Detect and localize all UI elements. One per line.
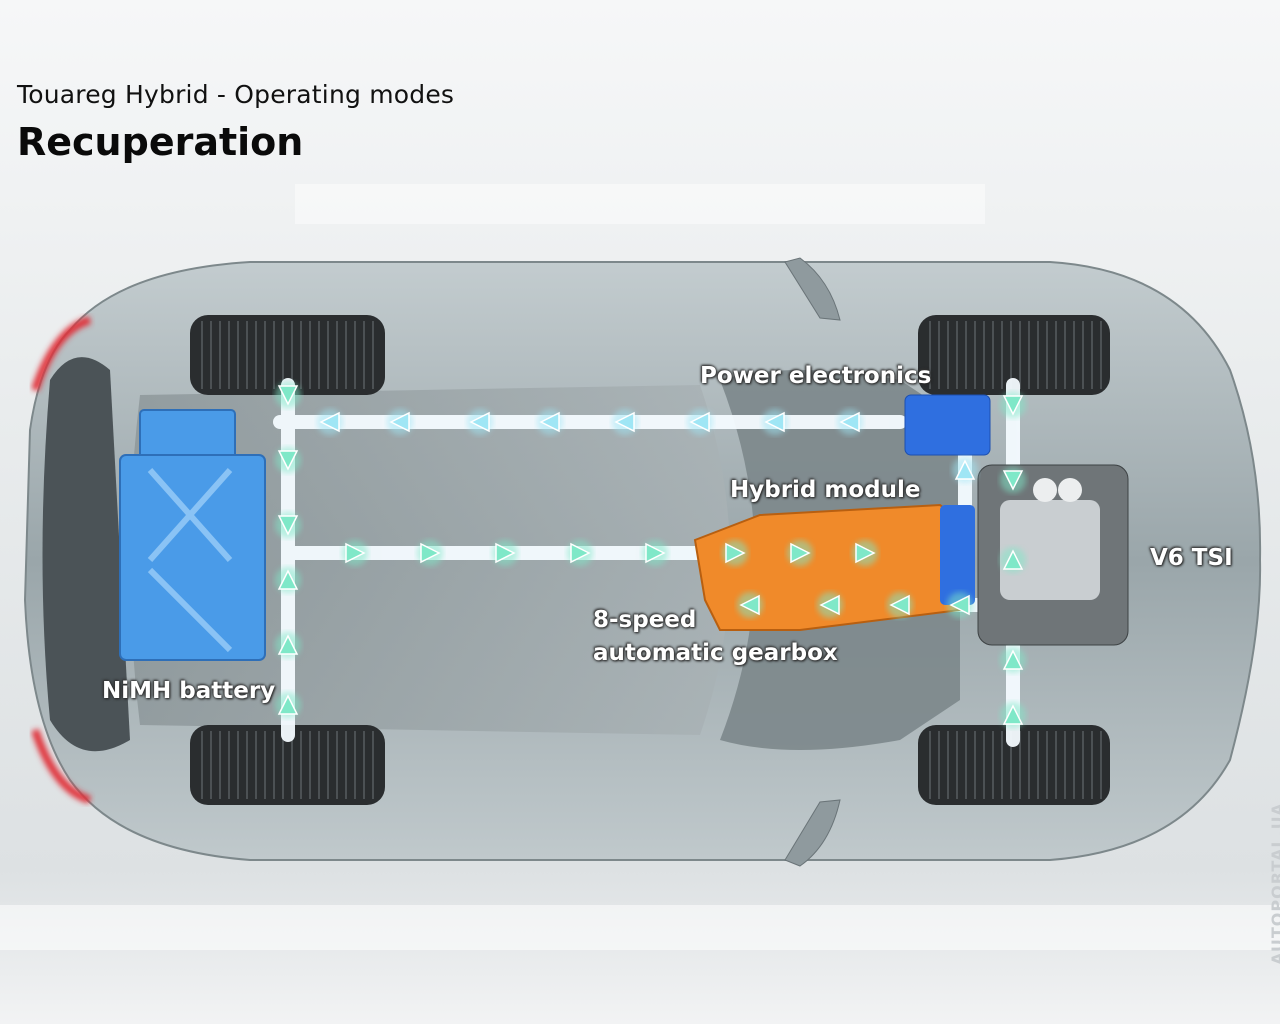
flow-arrow [739,594,760,616]
label-power-electronics: Power electronics [700,363,932,389]
mirror-top [784,257,841,321]
label-gearbox-line1: 8-speed [593,607,697,633]
flow-arrow [277,385,299,406]
power-electronics-unit [904,394,991,456]
rear-window [42,357,130,752]
flow-arrow [725,542,746,564]
flow-arrow [839,411,860,433]
flow-arrow [645,542,666,564]
flow-arrow [764,411,785,433]
flow-arrow [689,411,710,433]
flow-arrow [1002,649,1024,670]
background-band [295,184,985,224]
v6-engine [977,464,1129,646]
label-engine: V6 TSI [1150,545,1233,571]
flow-arrow [495,542,516,564]
flow-arrow [1002,549,1024,570]
taillight-top [31,316,92,392]
mirror-bottom [784,799,841,867]
flow-arrows [275,382,1026,728]
watermark: AUTOPORTAL.UA [1268,802,1280,965]
flow-arrow [277,569,299,590]
flow-arrow [889,594,910,616]
flow-arrow [539,411,560,433]
flow-arrow [277,515,299,536]
flow-arrow [949,594,970,616]
flow-arrow [954,459,976,480]
flow-arrow [790,542,811,564]
flow-arrow [1002,470,1024,491]
label-battery: NiMH battery [102,678,276,704]
flow-arrow [614,411,635,433]
nimh-battery [119,409,266,661]
label-hybrid-module: Hybrid module [730,477,921,503]
flow-arrow [819,594,840,616]
taillight-bottom [31,728,92,804]
flow-arrow [389,411,410,433]
flow-arrow [855,542,876,564]
flow-arrow [469,411,490,433]
floor-band [0,905,1280,950]
flow-arrow [277,450,299,471]
flow-arrow [1002,395,1024,416]
flow-arrow [420,542,441,564]
operating-mode-title: Recuperation [17,120,304,164]
label-gearbox-line2: automatic gearbox [593,640,838,666]
flow-arrow [277,634,299,655]
flow-arrow [277,694,299,715]
hybrid-module [940,505,975,605]
diagram-title: Touareg Hybrid - Operating modes [17,80,455,109]
flow-arrow [1002,704,1024,725]
flow-arrow [319,411,340,433]
flow-arrow [570,542,591,564]
flow-arrow [345,542,366,564]
